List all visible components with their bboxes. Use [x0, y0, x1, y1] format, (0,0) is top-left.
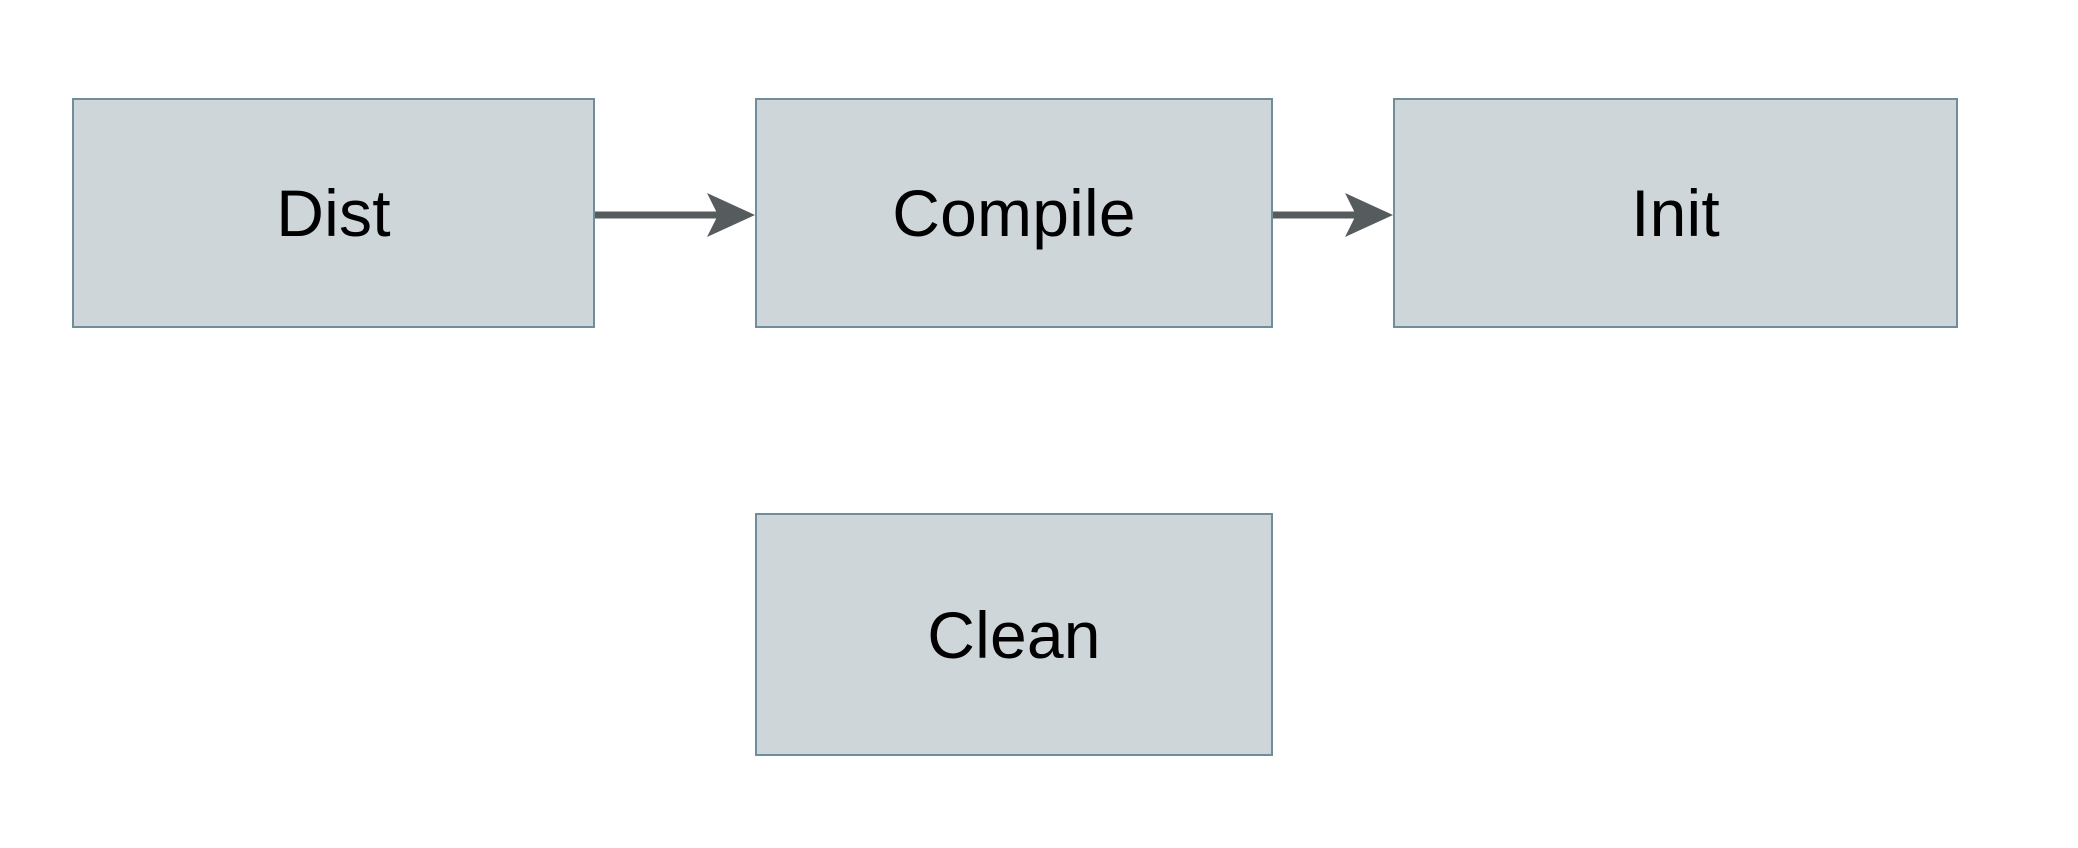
node-compile[interactable]: Compile [755, 98, 1273, 328]
node-dist[interactable]: Dist [72, 98, 595, 328]
node-compile-label: Compile [892, 176, 1136, 250]
node-init-label: Init [1631, 176, 1720, 250]
node-dist-label: Dist [276, 176, 391, 250]
edge-dist-to-compile[interactable] [595, 193, 755, 237]
node-clean-label: Clean [927, 597, 1101, 672]
edge-compile-to-init[interactable] [1273, 193, 1393, 237]
node-clean[interactable]: Clean [755, 513, 1273, 756]
node-init[interactable]: Init [1393, 98, 1958, 328]
